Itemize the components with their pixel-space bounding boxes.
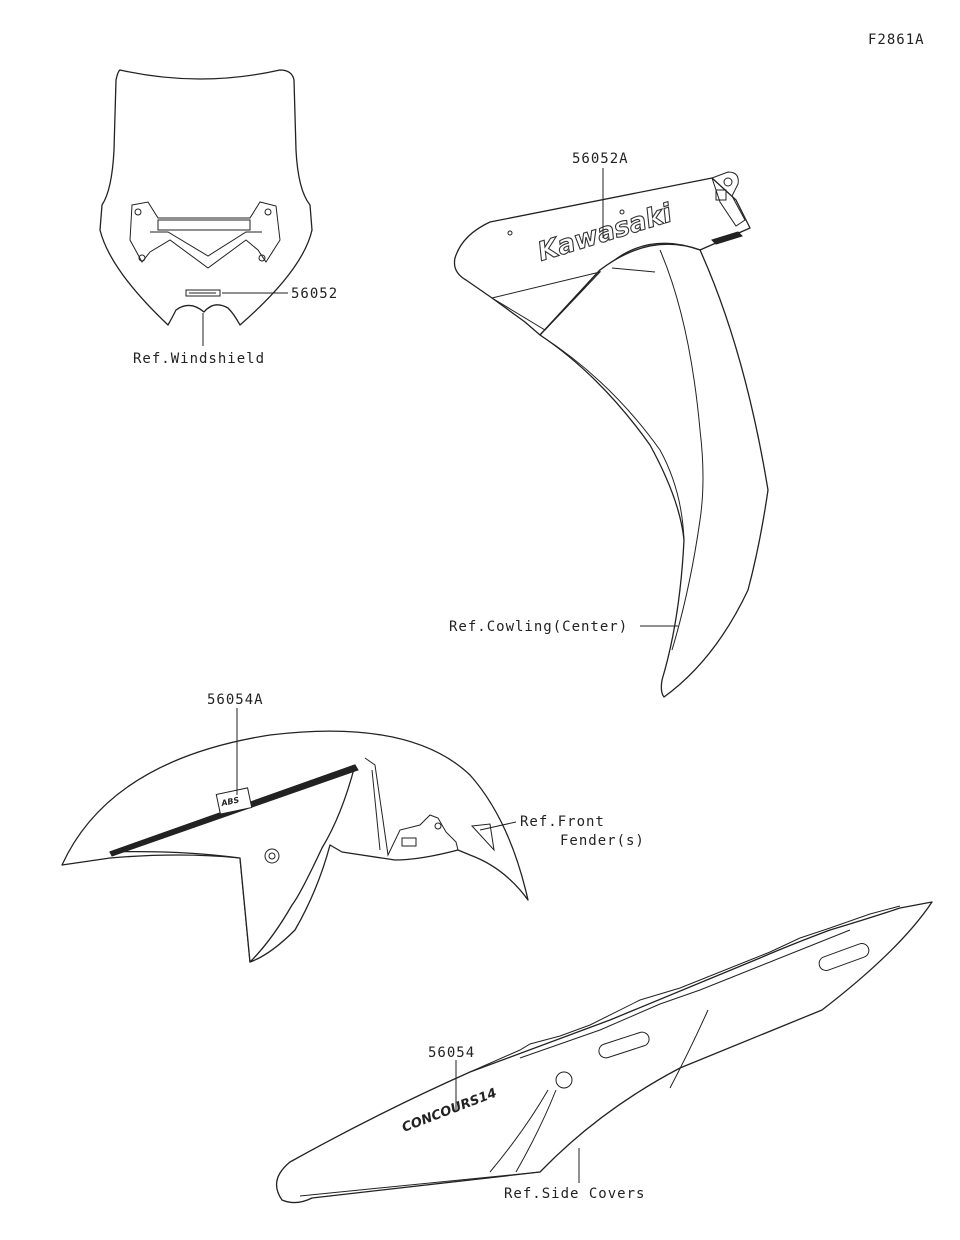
front-fender-ref-leader <box>479 821 517 831</box>
front-fender-bracket <box>371 769 381 851</box>
front-fender-bracket-hole <box>434 822 442 830</box>
cowling-inner-line <box>539 334 685 541</box>
windshield-part-number: 56052 <box>291 286 338 302</box>
front-fender-bracket <box>364 757 459 857</box>
side-cover-crease <box>489 1089 549 1173</box>
front-fender-decal <box>215 787 253 815</box>
cowling-panel-line <box>611 267 656 273</box>
side-cover-slot <box>818 943 870 971</box>
side-cover-slot <box>598 1031 650 1059</box>
side-covers-group: CONCOURS14 56054 Ref.Side Covers <box>275 901 933 1204</box>
cowling-bracket <box>711 171 746 227</box>
cowling-bracket-plate <box>715 189 727 201</box>
cowling-fairing <box>539 243 769 698</box>
cowling-outline <box>453 177 751 336</box>
cowling-rivet <box>507 230 513 236</box>
side-cover-grommet <box>555 1071 573 1089</box>
side-cover-crease <box>669 1009 709 1089</box>
cowling-part-number: 56052A <box>572 151 629 167</box>
front-fender-side-panel <box>109 764 356 963</box>
front-fender-part-number: 56054A <box>207 692 264 708</box>
side-cover-crease <box>299 1171 541 1197</box>
side-cover-flange <box>469 905 901 1073</box>
front-fender-tab <box>470 823 495 852</box>
front-fender-bolt-inner <box>268 852 276 860</box>
front-fender-bracket-slot <box>401 837 417 847</box>
windshield-bolt-hole <box>134 208 142 216</box>
side-cover-crease <box>515 1089 557 1173</box>
windshield-mount-inner <box>150 231 262 257</box>
windshield-mount-frame <box>129 201 281 269</box>
cowling-rivet <box>619 209 625 215</box>
front-fender-ref-label-2: Fender(s) <box>560 833 645 849</box>
cowling-bracket-hole <box>723 177 733 187</box>
figure-code: F2861A <box>868 32 925 48</box>
side-cover-ref-label: Ref.Side Covers <box>504 1186 645 1202</box>
cowling-ref-label: Ref.Cowling(Center) <box>449 619 628 635</box>
cowling-vent <box>490 271 602 331</box>
cowling-group: Kawasaki 56052A Ref.Cowling(Center) <box>449 151 769 698</box>
windshield-ref-label: Ref.Windshield <box>133 351 265 367</box>
cowling-inner-line <box>659 249 704 651</box>
windshield-bolt-hole <box>264 208 272 216</box>
front-fender-bolt <box>264 848 280 864</box>
front-fender-group: ABS 56054A Ref.Front Fender(s) <box>61 692 645 963</box>
windshield-group: 56052 Ref.Windshield <box>99 69 338 367</box>
windshield-bolt-hole <box>138 254 146 262</box>
cowling-edge-stripe <box>711 231 743 245</box>
windshield-mount-bar <box>157 219 251 231</box>
front-fender-ref-label-1: Ref.Front <box>520 814 605 830</box>
side-cover-flange <box>519 929 851 1059</box>
side-cover-outline <box>275 901 933 1204</box>
windshield-outline <box>99 69 313 326</box>
windshield-bolt-hole <box>258 254 266 262</box>
side-cover-part-number: 56054 <box>428 1045 475 1061</box>
front-fender-decal-mark: ABS <box>220 795 241 808</box>
